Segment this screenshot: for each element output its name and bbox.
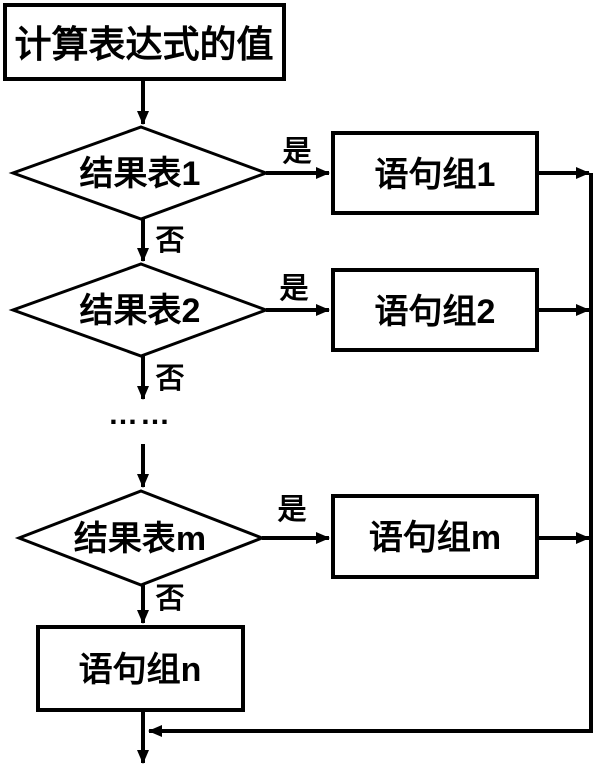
edge-merge-return xyxy=(148,173,593,737)
decisionm-no-label: 否 xyxy=(155,583,184,615)
decision2-no-label: 否 xyxy=(155,363,184,395)
decision1-yes-label: 是 xyxy=(282,136,311,168)
start-node xyxy=(3,3,286,81)
action1-label: 语句组1 xyxy=(375,156,496,194)
ellipsis-label: …… xyxy=(108,398,172,431)
default-action-node xyxy=(36,625,245,712)
start-node-label: 计算表达式的值 xyxy=(15,24,274,65)
decision2-label: 结果表2 xyxy=(80,292,201,330)
decision1-no-label: 否 xyxy=(155,225,184,257)
decision2-yes-label: 是 xyxy=(279,273,308,305)
action1-node xyxy=(331,131,539,215)
action2-node xyxy=(331,268,539,352)
default-action-label: 语句组n xyxy=(79,651,202,689)
action2-label: 语句组2 xyxy=(375,293,496,331)
decisionm-label: 结果表m xyxy=(74,520,206,558)
decisionm-yes-label: 是 xyxy=(277,494,306,526)
decision1-label: 结果表1 xyxy=(80,155,201,193)
actionm-node xyxy=(331,494,539,579)
actionm-label: 语句组m xyxy=(369,519,501,557)
